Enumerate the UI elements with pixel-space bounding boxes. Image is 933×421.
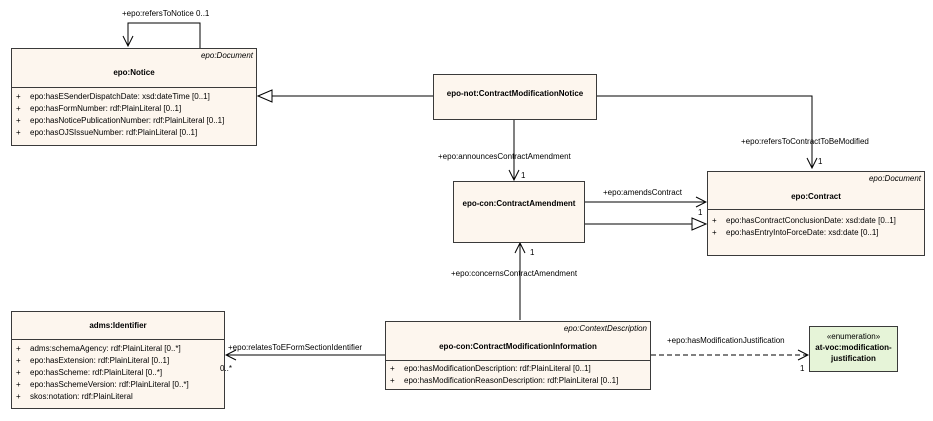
attribute-row: +epo:hasContractConclusionDate: xsd:date… bbox=[712, 216, 896, 225]
label-refers-to-contract: +epo:refersToContractToBeModified bbox=[741, 137, 869, 146]
attribute-row: +skos:notation: rdf:PlainLiteral bbox=[16, 392, 133, 401]
attribute-row: +epo:hasExtension: rdf:PlainLiteral [0..… bbox=[16, 356, 170, 365]
label-relates-to: +epo:relatesToEFormSectionIdentifier bbox=[228, 343, 363, 352]
amendment-class-name: epo-con:ContractAmendment bbox=[462, 199, 576, 208]
attribute-row: +epo:hasModificationDescription: rdf:Pla… bbox=[390, 364, 591, 373]
attribute-row: +epo:hasNoticePublicationNumber: rdf:Pla… bbox=[16, 116, 225, 125]
attribute-row: +epo:hasEntryIntoForceDate: xsd:date [0.… bbox=[712, 228, 879, 237]
cmn-class-name: epo-not:ContractModificationNotice bbox=[446, 89, 584, 98]
attribute-row: +epo:hasModificationReasonDescription: r… bbox=[390, 376, 619, 385]
contract-class-name: epo:Contract bbox=[791, 192, 841, 201]
cmi-class-name: epo-con:ContractModificationInformation bbox=[439, 342, 597, 351]
edge-refers-to-contract bbox=[597, 95, 812, 168]
cmi-stereotype: epo:ContextDescription bbox=[563, 324, 647, 333]
label-justification: +epo:hasModificationJustification bbox=[667, 336, 785, 345]
label-concerns: +epo:concernsContractAmendment bbox=[451, 269, 578, 278]
edge-refers-to-notice bbox=[128, 22, 201, 48]
class-notice[interactable]: epo:Document epo:Notice +epo:hasESenderD… bbox=[11, 48, 257, 146]
notice-stereotype: epo:Document bbox=[200, 51, 253, 60]
mult-relates-to: 0..* bbox=[220, 364, 233, 373]
cmi-attributes: +epo:hasModificationDescription: rdf:Pla… bbox=[386, 360, 650, 389]
generalization-arrowhead bbox=[691, 217, 708, 231]
attribute-row: +adms:schemaAgency: rdf:PlainLiteral [0.… bbox=[16, 344, 181, 353]
enum-stereotype: «enumeration» bbox=[826, 332, 881, 341]
contract-attributes: +epo:hasContractConclusionDate: xsd:date… bbox=[708, 209, 924, 241]
mult-amends-contract: 1 bbox=[698, 208, 703, 217]
attribute-row: +epo:hasESenderDispatchDate: xsd:dateTim… bbox=[16, 92, 210, 101]
class-identifier[interactable]: adms:Identifier +adms:schemaAgency: rdf:… bbox=[11, 311, 225, 409]
label-refers-to-notice: +epo:refersToNotice 0..1 bbox=[122, 9, 210, 18]
class-contract-amendment[interactable]: epo-con:ContractAmendment bbox=[453, 181, 585, 243]
notice-class-name: epo:Notice bbox=[113, 68, 155, 77]
generalization-arrowhead bbox=[256, 89, 273, 103]
identifier-attributes: +adms:schemaAgency: rdf:PlainLiteral [0.… bbox=[12, 339, 224, 405]
mult-justification: 1 bbox=[800, 364, 805, 373]
class-contract-modification-information[interactable]: epo:ContextDescription epo-con:ContractM… bbox=[385, 321, 651, 390]
attribute-row: +epo:hasScheme: rdf:PlainLiteral [0..*] bbox=[16, 368, 163, 377]
enum-name-line1: at-voc:modification- bbox=[815, 343, 892, 352]
identifier-class-name: adms:Identifier bbox=[89, 321, 147, 330]
mult-refers-to-contract: 1 bbox=[818, 157, 823, 166]
attribute-row: +epo:hasSchemeVersion: rdf:PlainLiteral … bbox=[16, 380, 189, 389]
enum-name-line2: justification bbox=[831, 354, 876, 363]
contract-stereotype: epo:Document bbox=[868, 174, 921, 183]
notice-attributes: +epo:hasESenderDispatchDate: xsd:dateTim… bbox=[12, 87, 256, 141]
mult-announces: 1 bbox=[521, 171, 526, 180]
attribute-row: +epo:hasFormNumber: rdf:PlainLiteral [0.… bbox=[16, 104, 182, 113]
label-amends-contract: +epo:amendsContract bbox=[603, 188, 682, 197]
class-modification-justification-enum[interactable]: «enumeration» at-voc:modification- justi… bbox=[809, 326, 898, 372]
label-announces: +epo:announcesContractAmendment bbox=[438, 152, 571, 161]
class-contract-modification-notice[interactable]: epo-not:ContractModificationNotice bbox=[433, 74, 597, 120]
class-contract[interactable]: epo:Document epo:Contract +epo:hasContra… bbox=[707, 171, 925, 256]
mult-concerns: 1 bbox=[530, 248, 535, 257]
attribute-row: +epo:hasOJSIssueNumber: rdf:PlainLiteral… bbox=[16, 128, 198, 137]
